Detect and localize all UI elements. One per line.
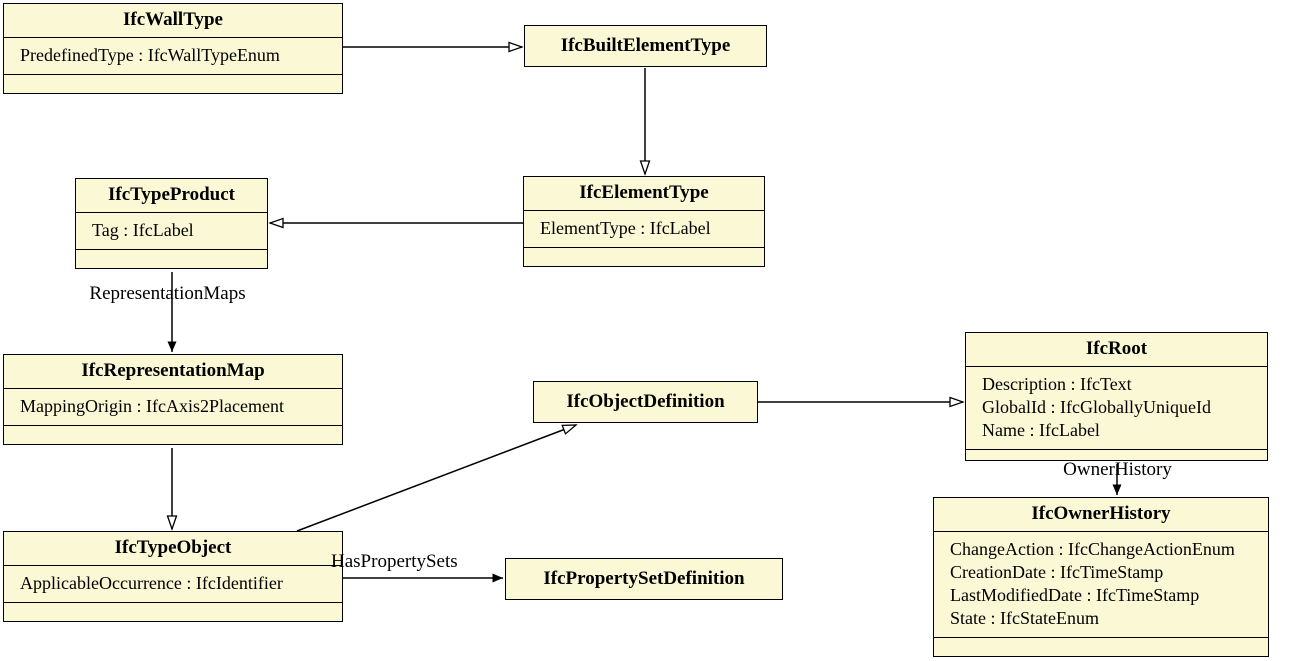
class-box-ifcroot: IfcRoot Description : IfcText GlobalId :… — [965, 332, 1268, 461]
class-attributes-compartment: Description : IfcText GlobalId : IfcGlob… — [966, 366, 1267, 449]
class-attribute: PredefinedType : IfcWallTypeEnum — [20, 45, 280, 65]
class-title: IfcRoot — [1085, 338, 1148, 359]
class-operations-compartment — [76, 249, 267, 268]
class-box-ifcobjectdefinition: IfcObjectDefinition — [533, 381, 758, 423]
class-operations-compartment — [4, 74, 342, 93]
edge-label-owner-history: OwnerHistory — [1063, 459, 1172, 480]
class-attribute: Name : IfcLabel — [982, 420, 1100, 440]
class-box-ifcpropertysetdefinition: IfcPropertySetDefinition — [505, 558, 783, 600]
class-attributes-compartment: Tag : IfcLabel — [76, 212, 267, 249]
class-attributes-compartment: MappingOrigin : IfcAxis2Placement — [4, 388, 342, 425]
class-attributes-compartment: ChangeAction : IfcChangeActionEnum Creat… — [934, 531, 1268, 637]
class-box-ifcelementtype: IfcElementType ElementType : IfcLabel — [523, 176, 765, 267]
class-attribute: LastModifiedDate : IfcTimeStamp — [950, 585, 1200, 605]
class-title: IfcBuiltElementType — [560, 35, 731, 56]
class-operations-compartment — [934, 637, 1268, 656]
class-title: IfcObjectDefinition — [566, 391, 725, 412]
edge-label-representation-maps: RepresentationMaps — [89, 283, 246, 304]
class-title: IfcTypeProduct — [107, 184, 235, 205]
class-attribute: CreationDate : IfcTimeStamp — [950, 562, 1164, 582]
class-title: IfcRepresentationMap — [81, 360, 265, 381]
class-attribute: GlobalId : IfcGloballyUniqueId — [982, 397, 1211, 417]
class-attribute: ApplicableOccurrence : IfcIdentifier — [20, 573, 283, 593]
class-box-ifcrepresentationmap: IfcRepresentationMap MappingOrigin : Ifc… — [3, 354, 343, 445]
class-title: IfcOwnerHistory — [1031, 503, 1171, 524]
class-box-ifcownerhistory: IfcOwnerHistory ChangeAction : IfcChange… — [933, 497, 1269, 657]
class-attribute: MappingOrigin : IfcAxis2Placement — [20, 396, 284, 416]
class-operations-compartment — [966, 449, 1267, 460]
class-box-ifcwalltype: IfcWallType PredefinedType : IfcWallType… — [3, 3, 343, 94]
class-operations-compartment — [4, 602, 342, 621]
class-title: IfcTypeObject — [114, 537, 232, 558]
class-box-ifctypeproduct: IfcTypeProduct Tag : IfcLabel — [75, 178, 268, 269]
class-attribute: Tag : IfcLabel — [92, 220, 194, 240]
class-operations-compartment — [4, 425, 342, 444]
class-operations-compartment — [524, 247, 764, 266]
class-attribute: Description : IfcText — [982, 374, 1132, 394]
edge-label-has-property-sets: HasPropertySets — [331, 551, 458, 572]
class-attributes-compartment: ApplicableOccurrence : IfcIdentifier — [4, 565, 342, 602]
class-attribute: State : IfcStateEnum — [950, 608, 1099, 628]
edge-ifctypeobject-to-ifcobjectdefinition — [296, 425, 576, 532]
class-title: IfcElementType — [579, 182, 709, 203]
class-attributes-compartment: PredefinedType : IfcWallTypeEnum — [4, 37, 342, 74]
class-attribute: ElementType : IfcLabel — [540, 218, 711, 238]
class-box-ifctypeobject: IfcTypeObject ApplicableOccurrence : Ifc… — [3, 531, 343, 622]
class-title: IfcWallType — [123, 9, 223, 30]
class-box-ifcbuiltelementtype: IfcBuiltElementType — [524, 25, 767, 67]
class-attributes-compartment: ElementType : IfcLabel — [524, 210, 764, 247]
class-attribute: ChangeAction : IfcChangeActionEnum — [950, 539, 1235, 559]
class-title: IfcPropertySetDefinition — [543, 568, 745, 589]
